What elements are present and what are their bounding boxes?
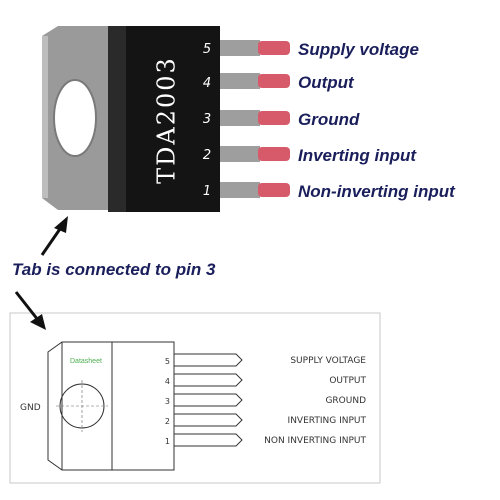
pin-label-inverting-input: Inverting input bbox=[298, 146, 417, 165]
pin-5 bbox=[220, 40, 290, 56]
schematic-pins bbox=[174, 353, 243, 447]
schematic-pin-number-1: 1 bbox=[165, 437, 170, 446]
pin-lead bbox=[220, 73, 260, 89]
pin-4 bbox=[220, 73, 290, 89]
mounting-hole bbox=[53, 79, 97, 157]
schematic-pin-3 bbox=[174, 393, 243, 407]
pin-number-1: 1 bbox=[203, 184, 211, 199]
pin-lead bbox=[220, 146, 260, 162]
schematic-frame bbox=[9, 312, 381, 484]
pin-2 bbox=[220, 146, 290, 162]
pin-tip bbox=[258, 74, 290, 88]
schematic-label-non-inverting-input: NON INVERTING INPUT bbox=[264, 436, 366, 446]
pin-tip bbox=[258, 41, 290, 55]
tab-arrow bbox=[40, 216, 68, 256]
pin-lead bbox=[220, 182, 260, 198]
pin-label-supply-voltage: Supply voltage bbox=[298, 40, 419, 59]
schematic-label-ground: GROUND bbox=[325, 396, 366, 406]
datasheet-watermark: Datasheet bbox=[70, 358, 102, 365]
pin-1 bbox=[220, 182, 290, 198]
schematic-label-inverting-input: INVERTING INPUT bbox=[288, 416, 367, 426]
pin-3 bbox=[220, 110, 290, 126]
pin-tip bbox=[258, 111, 290, 125]
schematic-label-supply-voltage: SUPPLY VOLTAGE bbox=[290, 356, 366, 366]
pin-tip bbox=[258, 183, 290, 197]
schematic-drawing: GND Datasheet 5 4 3 2 1 SUPPLY VOLTAGE O… bbox=[9, 291, 381, 484]
chip-body-shade bbox=[108, 26, 126, 212]
pin-lead bbox=[220, 40, 260, 56]
schematic-pin-5 bbox=[174, 353, 243, 367]
schematic-pin-2 bbox=[174, 413, 243, 427]
schematic-pin-4 bbox=[174, 373, 243, 387]
tab-caption: Tab is connected to pin 3 bbox=[12, 260, 216, 279]
pin-lead bbox=[220, 110, 260, 126]
schematic-arrow bbox=[14, 291, 46, 330]
pin-tip bbox=[258, 147, 290, 161]
chip-body bbox=[108, 26, 220, 212]
pin-number-2: 2 bbox=[203, 148, 211, 163]
pin-label-output: Output bbox=[298, 73, 355, 92]
gnd-label: GND bbox=[20, 403, 41, 413]
pin-number-5: 5 bbox=[203, 42, 211, 57]
schematic-pin-number-4: 4 bbox=[165, 377, 170, 386]
schematic-label-output: OUTPUT bbox=[329, 376, 366, 386]
schematic-pin-number-2: 2 bbox=[165, 417, 170, 426]
tab-edge-highlight bbox=[42, 36, 48, 198]
pin-label-non-inverting-input: Non-inverting input bbox=[298, 182, 456, 201]
pin-label-ground: Ground bbox=[298, 110, 360, 129]
schematic-pin-number-3: 3 bbox=[165, 397, 170, 406]
pin-number-4: 4 bbox=[203, 76, 211, 91]
schematic-pin-number-5: 5 bbox=[165, 357, 170, 366]
schematic-pin-1 bbox=[174, 433, 243, 447]
chip-name: TDA2003 bbox=[153, 56, 181, 184]
pin-number-3: 3 bbox=[203, 112, 211, 127]
package-illustration: TDA2003 5 4 3 2 1 Supply voltage Output … bbox=[40, 26, 456, 256]
